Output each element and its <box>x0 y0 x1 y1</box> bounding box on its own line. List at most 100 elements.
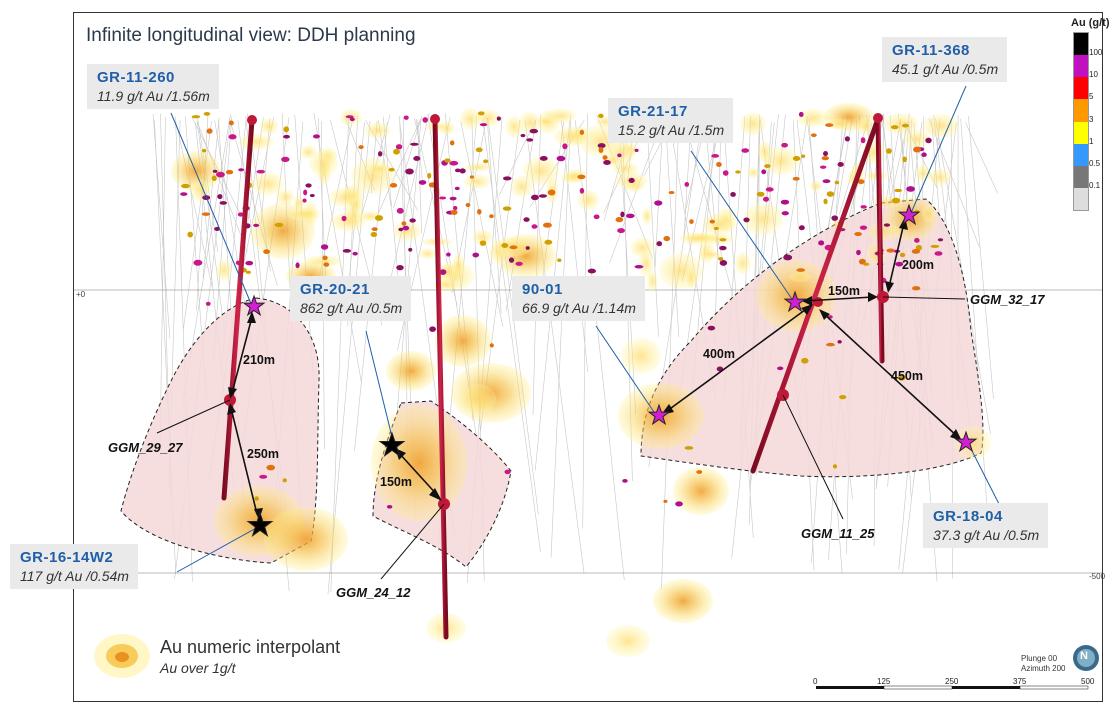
legend-swatch <box>1074 33 1088 56</box>
collar-west <box>247 115 257 125</box>
hole-grade: 117 g/t Au /0.54m <box>20 568 129 584</box>
interpolant-shell <box>921 204 936 223</box>
hole-name: GR-16-14W2 <box>20 549 114 566</box>
interpolant-shell <box>331 211 366 232</box>
callout-90-01: 90-01 66.9 g/t Au /1.14m <box>512 276 645 321</box>
assay-speck <box>409 218 416 223</box>
drill-trace <box>661 119 680 590</box>
drill-trace <box>382 116 401 302</box>
assay-speck <box>502 176 512 181</box>
interpolant-shell <box>460 384 496 414</box>
assay-speck <box>937 238 944 242</box>
assay-speck <box>765 187 774 192</box>
interpolant-shell <box>293 195 304 212</box>
assay-speck <box>663 235 671 242</box>
assay-speck <box>628 177 635 184</box>
assay-speck <box>508 257 515 263</box>
assay-speck <box>792 156 801 161</box>
compass-icon <box>1073 645 1099 671</box>
assay-speck <box>180 192 188 196</box>
interpolant-shell <box>418 248 437 259</box>
assay-speck <box>913 146 921 153</box>
scale-bar <box>816 685 1089 690</box>
interpolant-shell <box>459 108 480 130</box>
interpolant-shell <box>368 163 390 175</box>
assay-speck <box>211 175 217 182</box>
interpolant-shell <box>867 222 900 241</box>
legend-label: 3 <box>1089 114 1094 124</box>
assay-speck <box>783 254 793 261</box>
ggm-leaders <box>156 296 966 580</box>
assay-speck <box>531 224 538 229</box>
assay-speck <box>857 179 865 185</box>
hole-name: GR-11-368 <box>892 42 970 59</box>
assay-speck <box>603 160 611 165</box>
interpolant-legend-subtitle: Au over 1g/t <box>160 660 236 676</box>
pierce-east-upper <box>813 297 823 307</box>
interpolant-shell <box>734 252 751 275</box>
assay-speck <box>256 169 266 174</box>
assay-speck <box>422 117 428 123</box>
interpolant-shell <box>747 167 759 179</box>
assay-speck <box>479 240 487 246</box>
compass-letter: N <box>1080 650 1088 662</box>
assay-speck <box>238 168 245 172</box>
interpolant-shell <box>464 162 492 172</box>
scale-tick: 125 <box>877 677 891 686</box>
star-gr-18-04 <box>954 430 978 453</box>
interpolant-shell <box>763 147 799 175</box>
interpolant-shell <box>386 351 436 391</box>
assay-speck <box>756 191 765 197</box>
star-gr-21-17 <box>783 290 807 313</box>
assay-speck <box>472 252 480 258</box>
interpolant-shell <box>264 507 348 571</box>
drill-trace <box>646 117 659 337</box>
assay-speck <box>193 259 203 266</box>
interpolant-shell <box>171 151 221 191</box>
assay-speck <box>821 156 829 161</box>
assay-speck <box>408 247 413 252</box>
assay-speck <box>489 343 494 348</box>
legend-swatch <box>1074 143 1088 166</box>
assay-speck <box>822 179 831 184</box>
scale-tick: 250 <box>945 677 959 686</box>
legend-title: Au (g/t) <box>1071 17 1110 29</box>
drillhole-west <box>221 117 255 501</box>
arrow-heads <box>227 217 962 520</box>
assay-speck <box>526 138 534 142</box>
assay-speck <box>254 496 259 501</box>
assay-speck <box>410 142 419 146</box>
drill-trace <box>202 117 220 279</box>
drill-trace <box>928 118 980 248</box>
assay-speck <box>810 133 817 138</box>
legend-label: 100 <box>1089 48 1103 58</box>
interpolant-shell <box>287 207 320 221</box>
assay-speck <box>259 474 268 479</box>
assay-speck <box>839 394 847 400</box>
interpolant-shell <box>252 172 285 196</box>
assay-speck <box>832 464 838 469</box>
assay-speck <box>777 366 784 371</box>
assay-speck <box>562 143 568 150</box>
drill-trace <box>561 120 589 373</box>
interpolant-shell <box>612 161 639 176</box>
assay-speck <box>930 244 940 248</box>
assay-speck <box>906 186 915 192</box>
interpolant-shell <box>472 229 493 245</box>
assay-speck <box>696 470 703 475</box>
assay-speck <box>925 137 932 144</box>
assay-speck <box>515 261 523 266</box>
assay-speck <box>479 123 488 127</box>
assay-speck <box>860 137 866 144</box>
legend-label: 0.5 <box>1089 158 1101 168</box>
hole-grade: 45.1 g/t Au /0.5m <box>892 61 999 77</box>
legend-swatch <box>1074 99 1088 122</box>
assay-speck <box>219 201 228 205</box>
assay-speck <box>818 240 825 246</box>
interpolant-shell <box>216 259 232 282</box>
intercept-stars <box>242 203 978 537</box>
assay-speck <box>911 249 921 254</box>
callout-gr-21-17: GR-21-17 15.2 g/t Au /1.5m <box>608 98 734 143</box>
assay-speck <box>763 196 770 202</box>
assay-speck <box>450 209 458 215</box>
